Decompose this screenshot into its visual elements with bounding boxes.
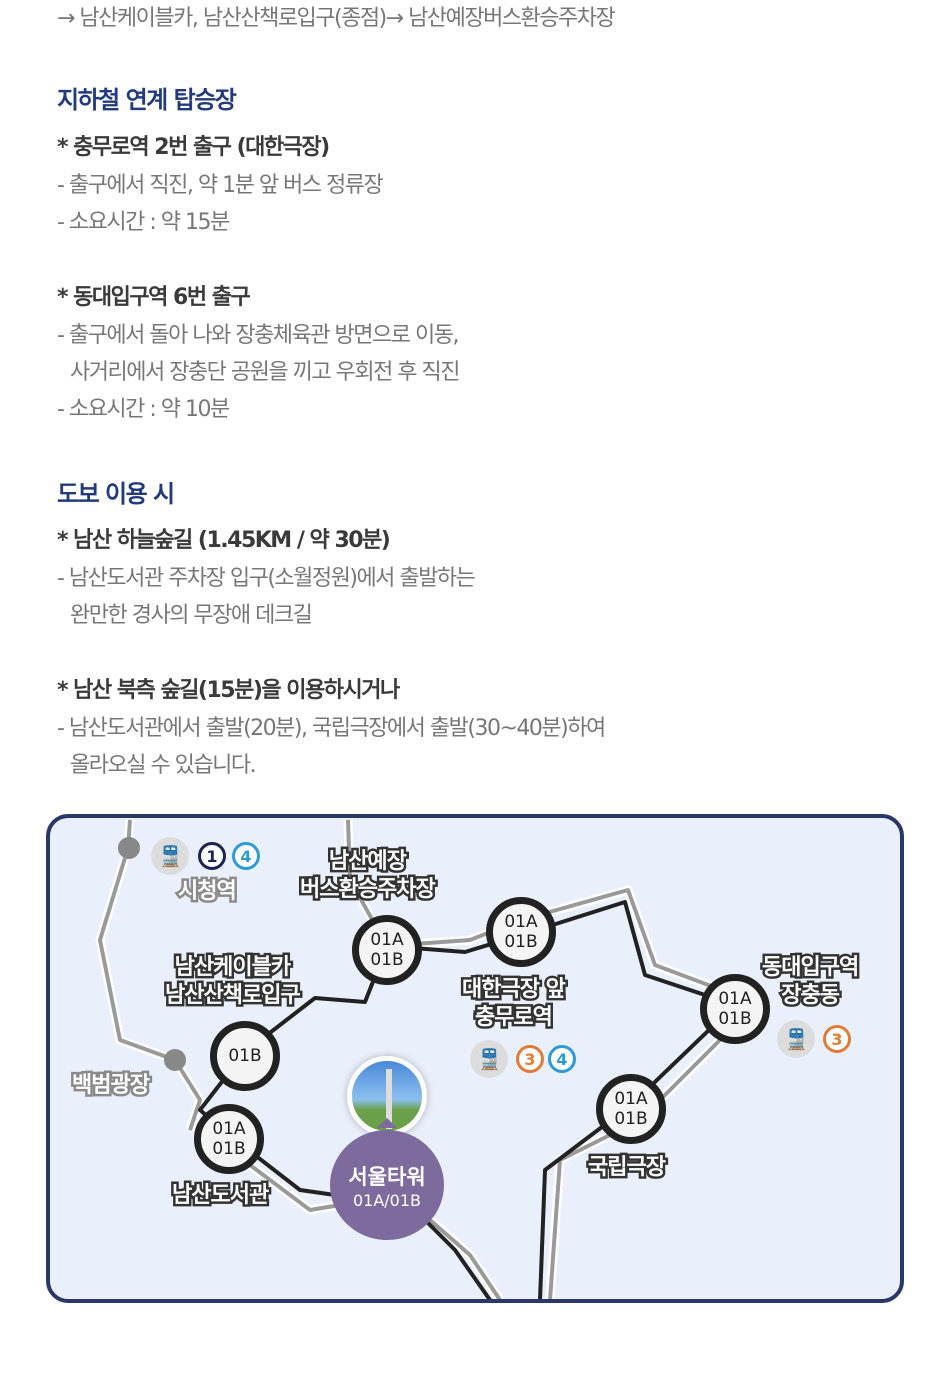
subway-icon: 🚆 xyxy=(470,1040,508,1078)
place-cityhall: 시청역 xyxy=(176,877,240,907)
place-yejang: 남산예장 버스환승주차장 xyxy=(298,847,439,905)
stop-code: 01B xyxy=(370,950,404,970)
stop-code: 01B xyxy=(228,1046,262,1066)
subway-item-line: - 출구에서 직진, 약 1분 앞 버스 정류장 xyxy=(57,173,384,198)
stop-code: 01B xyxy=(718,1009,752,1029)
stop-code: 01A xyxy=(718,989,752,1009)
stop-code: 01B xyxy=(504,932,538,952)
subway-icon: 🚆 xyxy=(777,1020,815,1058)
tower-codes: 01A/01B xyxy=(352,1190,422,1210)
subway-icon: 🚆 xyxy=(151,837,189,875)
route-map: 🚆 1 4 시청역 백범광장 남산예장 버스환승주차장 남산케이블카 남산산책로… xyxy=(46,814,904,1303)
walk-item-title: * 남산 하늘숲길 (1.45KM / 약 30분) xyxy=(57,528,391,553)
line-3-badge: 3 xyxy=(823,1025,851,1053)
subway-item-title: * 동대입구역 6번 출구 xyxy=(57,285,251,310)
place-cable: 남산케이블카 남산산책로입구 xyxy=(163,953,304,1011)
stop-code: 01B xyxy=(212,1139,246,1159)
line-3-badge: 3 xyxy=(516,1045,544,1073)
line-4-badge: 4 xyxy=(232,842,260,870)
subway-heading: 지하철 연계 탑승장 xyxy=(57,86,237,114)
line-1-badge: 1 xyxy=(198,842,226,870)
walk-item-line: - 남산도서관에서 출발(20분), 국립극장에서 출발(30~40분)하여 xyxy=(57,716,606,741)
stop-cable[interactable]: 01B xyxy=(210,1021,280,1091)
place-baekbeom: 백범광장 xyxy=(70,1071,153,1101)
walk-item-line: - 남산도서관 주차장 입구(소월정원)에서 출발하는 xyxy=(57,566,476,591)
walk-item-line: 올라오실 수 있습니다. xyxy=(70,753,257,778)
subway-item-line: - 소요시간 : 약 10분 xyxy=(57,397,230,422)
walk-item-title: * 남산 북측 숲길(15분)을 이용하시거나 xyxy=(57,678,400,703)
place-gukrip: 국립극장 xyxy=(586,1153,669,1183)
place-dongdae: 동대입구역 장충동 xyxy=(759,953,861,1011)
subway-item-line: - 출구에서 돌아 나와 장충체육관 방면으로 이동, xyxy=(57,323,459,348)
subway-item-line: 사거리에서 장충단 공원을 끼고 우회전 후 직진 xyxy=(70,360,461,385)
place-daehan: 대한극장 앞 충무로역 xyxy=(460,975,569,1033)
walk-item-line: 완만한 경사의 무장애 데크길 xyxy=(70,603,313,628)
stop-code: 01B xyxy=(614,1109,648,1129)
stop-code: 01A xyxy=(614,1089,648,1109)
intro-route-line: → 남산케이블카, 남산산책로입구(종점)→ 남산예장버스환승주차장 xyxy=(57,6,616,31)
stop-code: 01A xyxy=(212,1119,246,1139)
tower-name: 서울타워 xyxy=(348,1164,426,1189)
place-library: 남산도서관 xyxy=(169,1181,271,1211)
subway-item-title: * 충무로역 2번 출구 (대한극장) xyxy=(57,135,330,160)
subway-item-line: - 소요시간 : 약 15분 xyxy=(57,210,230,235)
line-4-badge: 4 xyxy=(548,1045,576,1073)
stop-code: 01A xyxy=(370,930,404,950)
walk-heading: 도보 이용 시 xyxy=(57,480,175,508)
route-lines xyxy=(95,819,749,1299)
stop-code: 01A xyxy=(504,912,538,932)
